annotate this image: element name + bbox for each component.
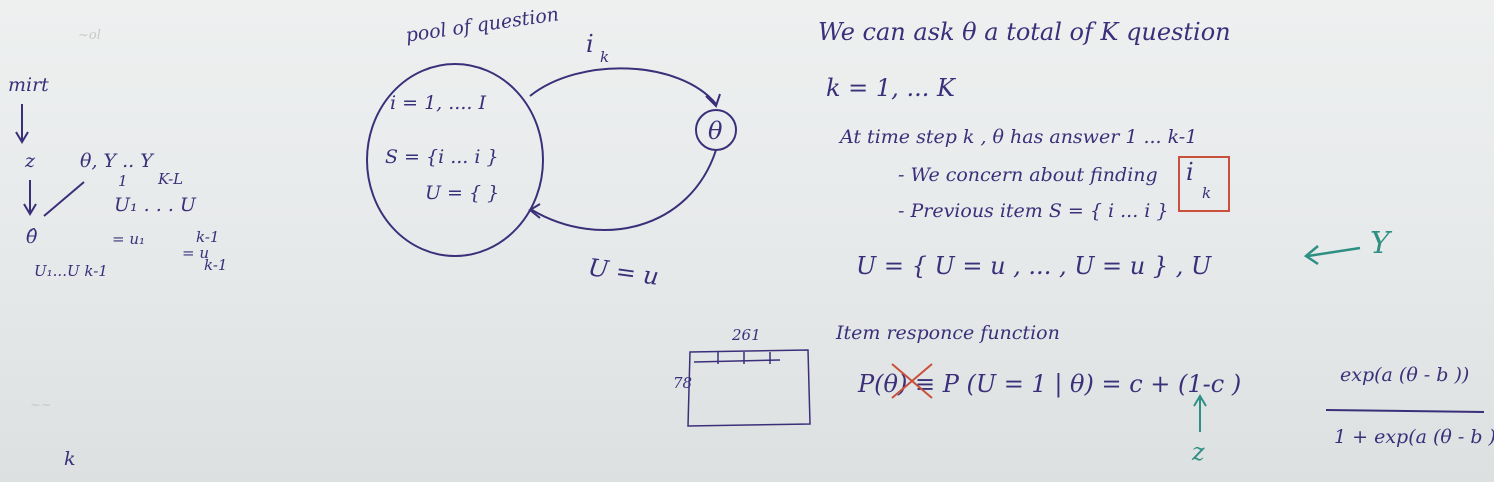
label-z: z [25, 150, 36, 172]
fraction-bar [1325, 409, 1485, 413]
teal-arrow-y [1307, 246, 1361, 258]
irf-left: P(θ) ≡ P (U = 1 | θ) = c + (1-c ) [858, 370, 1242, 398]
arrowhead [1193, 394, 1207, 407]
pool-i-range: i = 1, .... I [390, 92, 486, 114]
arrowhead [528, 203, 541, 219]
sketch-box [687, 349, 811, 427]
irf-numerator: exp(a (θ - b )) [1340, 364, 1470, 386]
sketch-side-label: 78 [673, 374, 693, 392]
label-theta-y: θ, Y .. Y [80, 150, 153, 172]
arrow-diagonal [43, 181, 85, 217]
label-y-sub: 1 [118, 172, 128, 190]
note-line-4-box-sub: k [1202, 184, 1212, 202]
note-line-3: At time step k , θ has answer 1 ... k-1 [840, 126, 1198, 148]
label-u-sub: k-1 [196, 228, 220, 246]
label-eq-uk: = u [182, 244, 209, 262]
node-theta: θ [708, 117, 723, 145]
pool-circle [366, 63, 544, 257]
pool-sk-set: S = {i ... i } [385, 146, 499, 168]
note-line-1: We can ask θ a total of K question [818, 18, 1231, 46]
highlight-box [1178, 156, 1230, 212]
label-theta-hat-sub: U₁...U k-1 [34, 262, 108, 280]
arrowhead [705, 93, 721, 108]
theta-circle [695, 109, 737, 151]
note-line-4: - We concern about finding [898, 164, 1158, 186]
sketch-top-label: 261 [732, 326, 761, 344]
note-line-5: - Previous item S = { i ... i } [898, 200, 1169, 222]
label-y-teal: Y [1370, 226, 1390, 261]
note-line-6: U = { U = u , ... , U = u } , U [856, 252, 1212, 280]
note-line-7: Item responce function [836, 322, 1060, 344]
arrowhead [1303, 245, 1319, 266]
cross-out [891, 363, 933, 399]
label-k: k [64, 448, 76, 470]
arrow-pool-to-theta [529, 67, 717, 105]
arrow-theta-to-pool [531, 149, 717, 231]
note-line-4-box: i [1186, 158, 1194, 186]
irf-denominator: 1 + exp(a (θ - b )) [1334, 426, 1494, 448]
label-eq-uk-sub: k-1 [204, 256, 228, 274]
ghost-mark: ~~ [30, 398, 52, 413]
ghost-mark: ~ol [78, 28, 101, 43]
label-mirt: mirt [8, 74, 49, 96]
label-u-row: U₁ . . . U [114, 194, 196, 216]
note-line-2: k = 1, ... K [826, 74, 955, 102]
sketch-line [693, 359, 781, 363]
arrowhead [15, 131, 29, 144]
edge-label-ik: i [586, 30, 594, 58]
label-theta-hat: θ̂ [26, 226, 38, 248]
edge-label-ik-sub: k [600, 48, 610, 66]
pool-u-set: U = { } [425, 182, 500, 204]
label-eq-u1: = u₁ [112, 230, 146, 248]
label-k-minus-1: K-L [158, 170, 184, 188]
arrowhead [23, 203, 37, 216]
label-z-teal: z [1192, 438, 1205, 466]
